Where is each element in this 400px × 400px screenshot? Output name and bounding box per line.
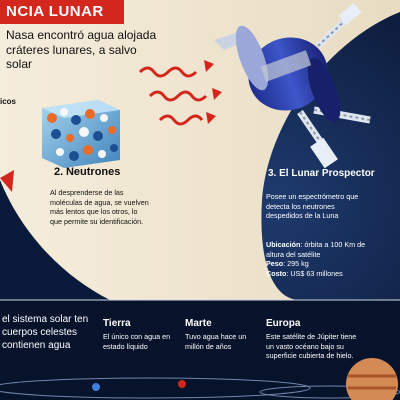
bottom-intro-text: el sistema solar ten cuerpos celestes co… <box>2 314 89 351</box>
spec-peso-label: Peso <box>266 259 284 268</box>
planet-description: El único con agua en estado líquido <box>103 332 171 351</box>
spec-ubicacion: Ubicación: órbita a 100 Km de altura del… <box>266 240 376 259</box>
planet-name: Marte <box>185 318 212 329</box>
mars-dot <box>178 380 186 388</box>
section-fragment-label: icos <box>0 97 17 106</box>
intro-text: Nasa encontró agua alojada cráteres luna… <box>6 28 157 71</box>
neutrones-number: 2. <box>54 166 64 178</box>
planet-description: Tuvo agua hace un millón de años <box>185 332 247 351</box>
earth-dot <box>92 383 100 391</box>
neutrones-heading: 2. Neutrones <box>54 166 120 178</box>
planet-name: Europa <box>266 318 301 329</box>
lunar-prospector-description: Posee un espectrómetro que detecta los n… <box>266 192 359 220</box>
emission-wave-arrows <box>138 66 208 126</box>
spec-peso-value: : 295 kg <box>283 259 309 268</box>
spec-peso: Peso: 295 kg <box>266 259 376 269</box>
planet-card-europa: Europa Este satélite de Júpiter tiene un… <box>266 318 366 361</box>
lunar-prospector-number: 3. <box>268 168 277 179</box>
lunar-prospector-title: El Lunar Prospector <box>279 168 375 179</box>
planet-card-tierra: Tierra El único con agua en estado líqui… <box>103 318 173 351</box>
planet-description: Este satélite de Júpiter tiene un vasto … <box>266 332 357 360</box>
page-title: NCIA LUNAR <box>0 0 124 24</box>
jupiter-partial <box>346 358 398 400</box>
spec-ubicacion-label: Ubicación <box>266 240 301 249</box>
water-molecule-cube <box>42 100 120 168</box>
spec-ubicacion-value: : órbita a 100 Km de altura del satélite <box>266 240 366 259</box>
spec-costo-value: : US$ 63 millones <box>286 268 343 278</box>
lunar-prospector-satellite <box>214 2 371 169</box>
planet-card-marte: Marte Tuvo agua hace un millón de años <box>185 318 255 351</box>
spec-costo-label: Costo <box>266 268 287 278</box>
neutrones-description: Al desprenderse de las moléculas de agua… <box>50 188 149 226</box>
lunar-prospector-specs: Ubicación: órbita a 100 Km de altura del… <box>266 240 376 278</box>
neutrones-title: Neutrones <box>65 166 121 178</box>
spec-costo: Costo: US$ 63 millones <box>266 269 376 279</box>
planet-name: Tierra <box>103 318 131 329</box>
lunar-prospector-heading: 3. El Lunar Prospector <box>268 168 375 179</box>
